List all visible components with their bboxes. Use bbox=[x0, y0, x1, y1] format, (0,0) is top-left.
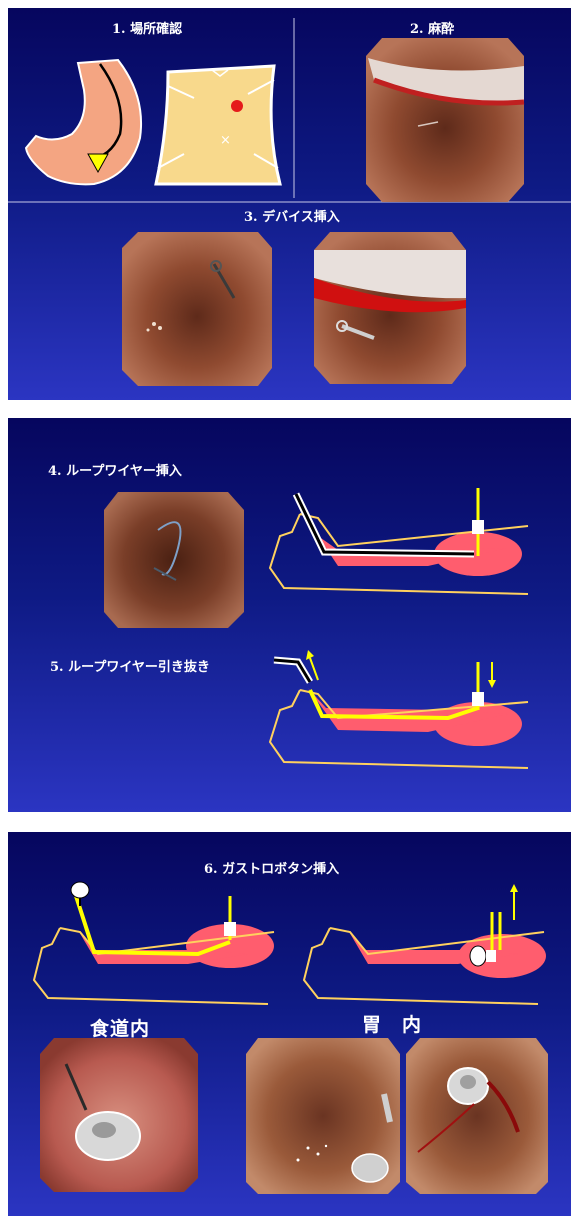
loop-wire-photo bbox=[104, 492, 244, 628]
step-2-label: 2. 麻酔 bbox=[410, 18, 454, 37]
gastro-button-icon bbox=[71, 882, 89, 906]
stomach-view-label: 胃 内 bbox=[362, 1010, 422, 1037]
stomach-photo-1 bbox=[246, 1038, 400, 1194]
esophagus-photo bbox=[40, 1038, 198, 1192]
panel-1-graphics: × bbox=[8, 8, 571, 400]
loop-wire-withdrawal-diagram bbox=[270, 650, 528, 768]
panel-step-6: 6. ガストロボタン挿入 食道内 胃 内 bbox=[8, 832, 571, 1216]
esophagus-view-label: 食道内 bbox=[90, 1014, 150, 1041]
device-insertion-photo-2 bbox=[314, 232, 466, 384]
panel-steps-4-5: 4. ループワイヤー挿入 5. ループワイヤー引き抜き bbox=[8, 418, 571, 812]
step-3-label: 3. デバイス挿入 bbox=[244, 206, 340, 225]
step-6-label: 6. ガストロボタン挿入 bbox=[204, 858, 339, 877]
stomach-diagram-icon bbox=[26, 60, 141, 184]
button-pull-diagram bbox=[34, 882, 274, 1004]
step-5-label: 5. ループワイヤー引き抜き bbox=[50, 656, 210, 675]
button-placed-diagram bbox=[304, 884, 546, 1004]
device-insertion-photo-1 bbox=[122, 232, 272, 386]
svg-text:×: × bbox=[220, 133, 231, 148]
anesthesia-endoscopy-photo bbox=[366, 38, 524, 202]
arrow-down-icon bbox=[488, 662, 496, 688]
arrow-up-icon bbox=[510, 884, 518, 920]
panel-steps-1-3: × 1. 場所確認 2. 麻酔 3. デバイス挿入 bbox=[8, 8, 571, 400]
step-4-label: 4. ループワイヤー挿入 bbox=[48, 460, 182, 479]
step-1-label: 1. 場所確認 bbox=[112, 18, 182, 37]
abdomen-diagram-icon: × bbox=[156, 66, 280, 184]
loop-wire-insertion-diagram bbox=[270, 488, 528, 594]
stomach-photo-2 bbox=[406, 1038, 548, 1194]
